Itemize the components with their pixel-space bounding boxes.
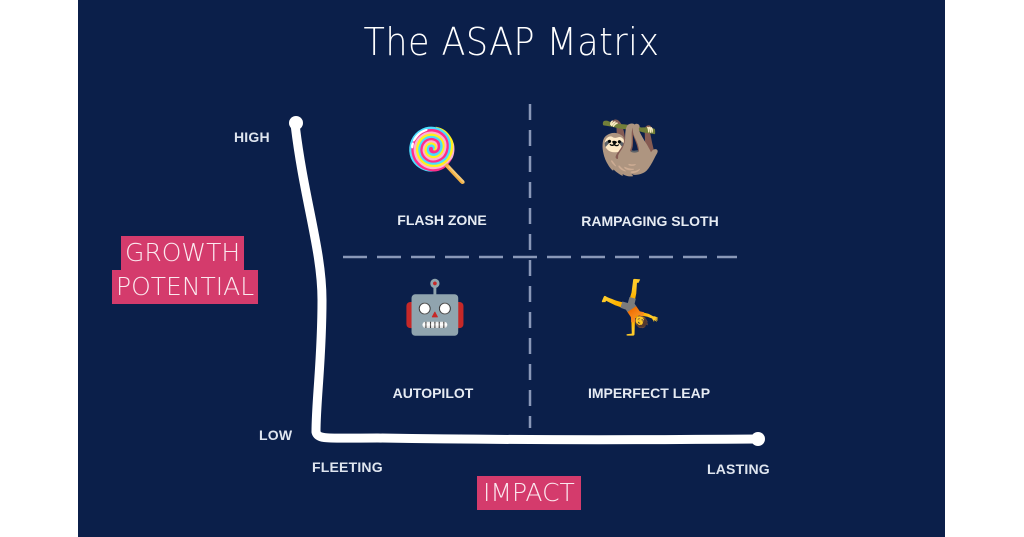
x-axis-high-label: LASTING [707,461,770,477]
quadrant-label: FLASH ZONE [397,212,487,228]
x-axis-low-label: FLEETING [312,459,383,475]
x-axis-title: IMPACT [477,476,581,510]
y-axis-title-line1: GROWTH [121,236,245,270]
robot-icon: 🤖 [402,278,468,338]
y-axis-high-label: HIGH [234,129,270,145]
slide: The ASAP Matrix HIGH LOW GROWTH POTENTIA… [78,0,945,537]
slide-title: The ASAP Matrix [363,20,660,64]
axis-line [290,119,763,445]
cartwheel-icon: 🤸 [597,278,663,338]
y-axis-title-line2: POTENTIAL [112,270,259,304]
quadrant-label: AUTOPILOT [392,385,474,401]
quadrant-label: RAMPAGING SLOTH [581,213,719,229]
quadrant-label: IMPERFECT LEAP [587,385,711,401]
sloth-icon: 🦥 [597,119,663,179]
y-axis-low-label: LOW [259,427,293,443]
lollipop-icon: 🍭 [404,126,470,186]
matrix-axes [289,104,765,446]
